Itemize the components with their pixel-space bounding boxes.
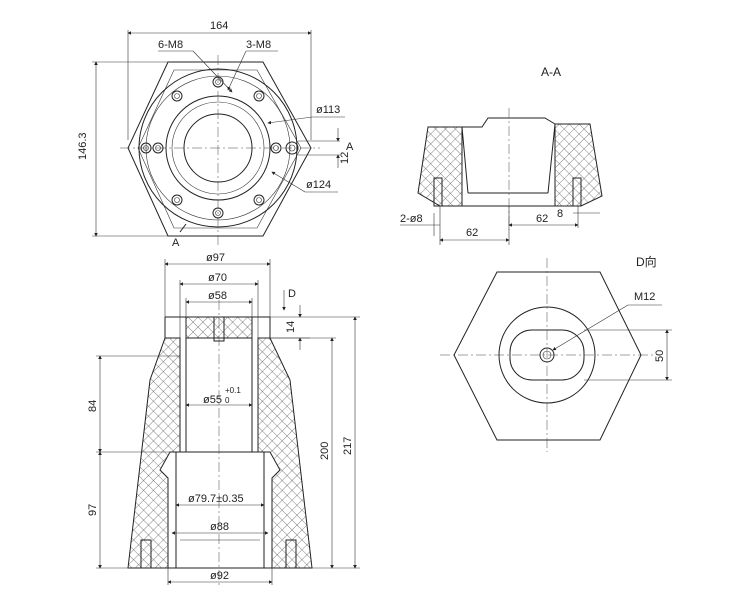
- dim-h14: 14: [285, 321, 297, 333]
- section-mark-right: A: [346, 141, 354, 153]
- dim-d79: ø79.7±0.35: [188, 493, 244, 505]
- front-section: ø97 ø70 ø58 D 14 ø55 +0.1 0 ø79.7±0.35 ø…: [87, 252, 360, 585]
- dim-d88: ø88: [210, 521, 229, 533]
- dim-50: 50: [654, 350, 666, 362]
- label-2-dia-8: 2-ø8: [400, 213, 423, 225]
- dim-d70: ø70: [208, 272, 227, 284]
- section-left-hatch: [417, 126, 463, 207]
- top-view: 164 146.3 6-M8 3-M8 ø113 ø124 12 A A: [77, 20, 354, 249]
- dim-h217: 217: [342, 437, 354, 455]
- label-dia-124: ø124: [306, 179, 331, 191]
- label-dia-113: ø113: [316, 104, 340, 116]
- dim-height: 146.3: [77, 132, 89, 160]
- label-m12: M12: [634, 291, 655, 303]
- dim-aa-right: 62: [536, 213, 548, 225]
- view-d-mark: D: [288, 288, 296, 300]
- label-3-m8: 3-M8: [246, 39, 271, 51]
- dim-aa-small: 8: [557, 208, 563, 220]
- section-right-hatch: [554, 123, 603, 207]
- dim-12: 12: [339, 152, 351, 164]
- front-right-wall: [257, 337, 313, 569]
- dim-aa-left: 62: [466, 227, 478, 239]
- view-d-hexagon: [453, 271, 642, 441]
- dim-d55-tol-upper: +0.1: [225, 386, 241, 395]
- section-a-a-title: A-A: [541, 65, 561, 79]
- section-mark-left: A: [172, 237, 180, 249]
- dim-width: 164: [210, 20, 228, 32]
- front-left-wall: [127, 337, 181, 569]
- dim-h97: 97: [87, 504, 99, 516]
- dim-d55-tol-lower: 0: [225, 396, 230, 405]
- view-d-title: D向: [636, 254, 657, 269]
- view-d: D向 M12 50: [440, 254, 672, 452]
- dim-d55: ø55: [203, 394, 222, 406]
- dim-h84: 84: [87, 400, 99, 412]
- dim-h200: 200: [319, 442, 331, 460]
- dim-d92: ø92: [210, 570, 229, 582]
- section-a-a: A-A 62 62 8 2-ø8: [400, 65, 603, 245]
- dim-d58: ø58: [208, 290, 227, 302]
- label-6-m8: 6-M8: [158, 39, 183, 51]
- dim-d97: ø97: [206, 252, 225, 264]
